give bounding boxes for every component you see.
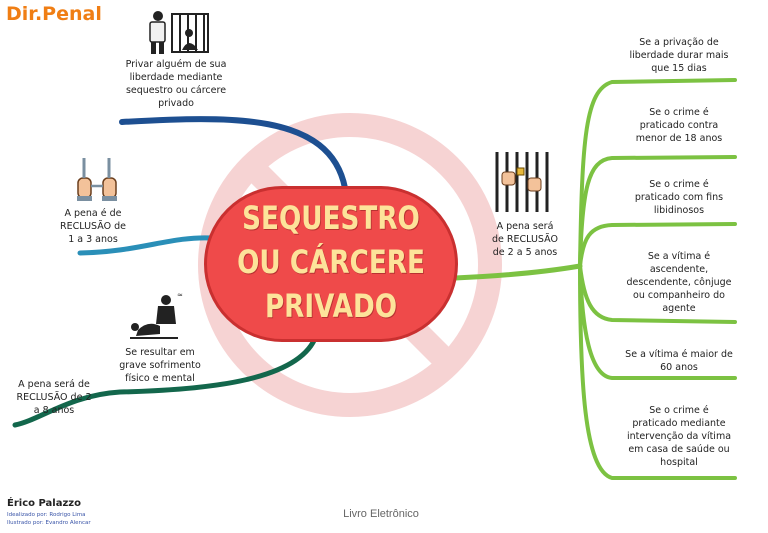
branch-suffering bbox=[12, 333, 319, 428]
node-suffering: Se resultar em grave sofrimento físico e… bbox=[119, 347, 201, 384]
branch-definition bbox=[119, 116, 348, 191]
prisoner-behind-bars-icon bbox=[149, 11, 209, 54]
branch-qualified bbox=[452, 263, 583, 281]
author-name: Érico Palazzo bbox=[7, 498, 81, 509]
central-topic-title: SEQUESTRO OU CÁRCERE PRIVADO bbox=[237, 199, 425, 325]
credit-illustrated: Ilustrado por: Evandro Alencar bbox=[7, 520, 91, 526]
branch-base-penalty bbox=[77, 235, 215, 256]
qualifier-branches bbox=[578, 78, 737, 480]
node-suffering-penalty: A pena será de RECLUSÃO de 2 a 8 anos bbox=[16, 379, 92, 416]
node-definition: Privar alguém de sua liberdade mediante … bbox=[125, 59, 227, 109]
qualifier-item: Se a vítima é maior de 60 anos bbox=[625, 349, 733, 373]
suffering-person-icon: ≈ bbox=[130, 291, 183, 339]
qualifier-item: Se o crime é praticado mediante interven… bbox=[626, 405, 732, 468]
brand-logo: Dir.Penal bbox=[6, 3, 102, 25]
qualifier-item: Se a vítima é ascendente, descendente, c… bbox=[626, 251, 732, 314]
qualifier-item: Se a privação de liberdade durar mais qu… bbox=[629, 37, 729, 74]
chained-hands-icon bbox=[77, 158, 117, 201]
footer-label: Livro Eletrônico bbox=[343, 508, 419, 520]
qualifier-item: Se o crime é praticado contra menor de 1… bbox=[635, 107, 723, 144]
node-base-penalty: A pena é de RECLUSÃO de 1 a 3 anos bbox=[60, 208, 126, 245]
node-qualified-penalty: A pena será de RECLUSÃO de 2 a 5 anos bbox=[492, 221, 558, 258]
svg-text:≈: ≈ bbox=[177, 291, 183, 299]
qualifier-item: Se o crime é praticado com fins libidino… bbox=[634, 179, 724, 216]
credit-idealized: Idealizado por: Rodrigo Lima bbox=[7, 512, 86, 518]
central-topic-box bbox=[204, 186, 458, 342]
jail-bars-icon bbox=[495, 152, 549, 212]
